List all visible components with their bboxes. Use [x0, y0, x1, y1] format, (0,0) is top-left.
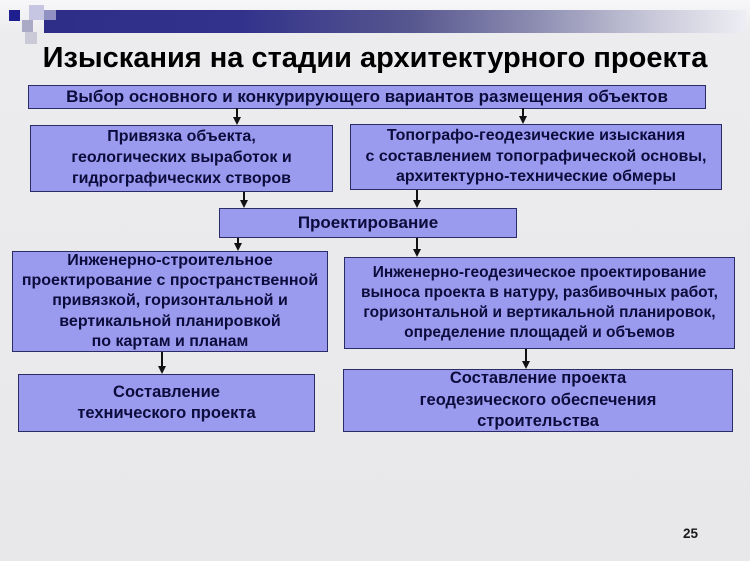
connector-line [161, 352, 163, 366]
node-design: Проектирование [219, 208, 517, 238]
arrow-down-icon [521, 361, 530, 369]
deco-square-medium [44, 10, 56, 20]
node-technical-project: Составление технического проекта [18, 374, 315, 432]
arrow-down-icon [412, 249, 421, 257]
arrow-down-icon [233, 243, 242, 251]
node-geodetic-support-project: Составление проекта геодезического обесп… [343, 369, 733, 432]
node-civil-engineering-design: Инженерно-строительное проектирование с … [12, 251, 328, 352]
slide-title: Изыскания на стадии архитектурного проек… [42, 42, 708, 74]
connector-line [237, 238, 239, 244]
node-engineering-geodetic-design: Инженерно-геодезическое проектирование в… [344, 257, 735, 349]
page-number: 25 [683, 526, 699, 541]
connector-line [525, 349, 527, 361]
deco-square-dark [9, 10, 20, 21]
connector-line [236, 108, 238, 118]
header-gradient-bar [44, 10, 746, 33]
node-object-referencing: Привязка объекта, геологических выработо… [30, 125, 333, 192]
deco-square-gray [22, 20, 33, 32]
connector-line [416, 238, 418, 249]
connector-line [243, 192, 245, 201]
connector-line [416, 190, 418, 201]
arrow-down-icon [239, 200, 248, 208]
arrow-down-icon [518, 116, 527, 124]
deco-square-light [29, 5, 44, 20]
arrow-down-icon [412, 200, 421, 208]
arrow-down-icon [157, 366, 166, 374]
arrow-down-icon [232, 117, 241, 125]
node-topo-geodetic-survey: Топографо-геодезические изыскания с сост… [350, 124, 722, 190]
deco-square-pale [25, 32, 37, 44]
connector-line [522, 108, 524, 117]
node-variant-selection: Выбор основного и конкурирующего вариант… [28, 85, 706, 109]
